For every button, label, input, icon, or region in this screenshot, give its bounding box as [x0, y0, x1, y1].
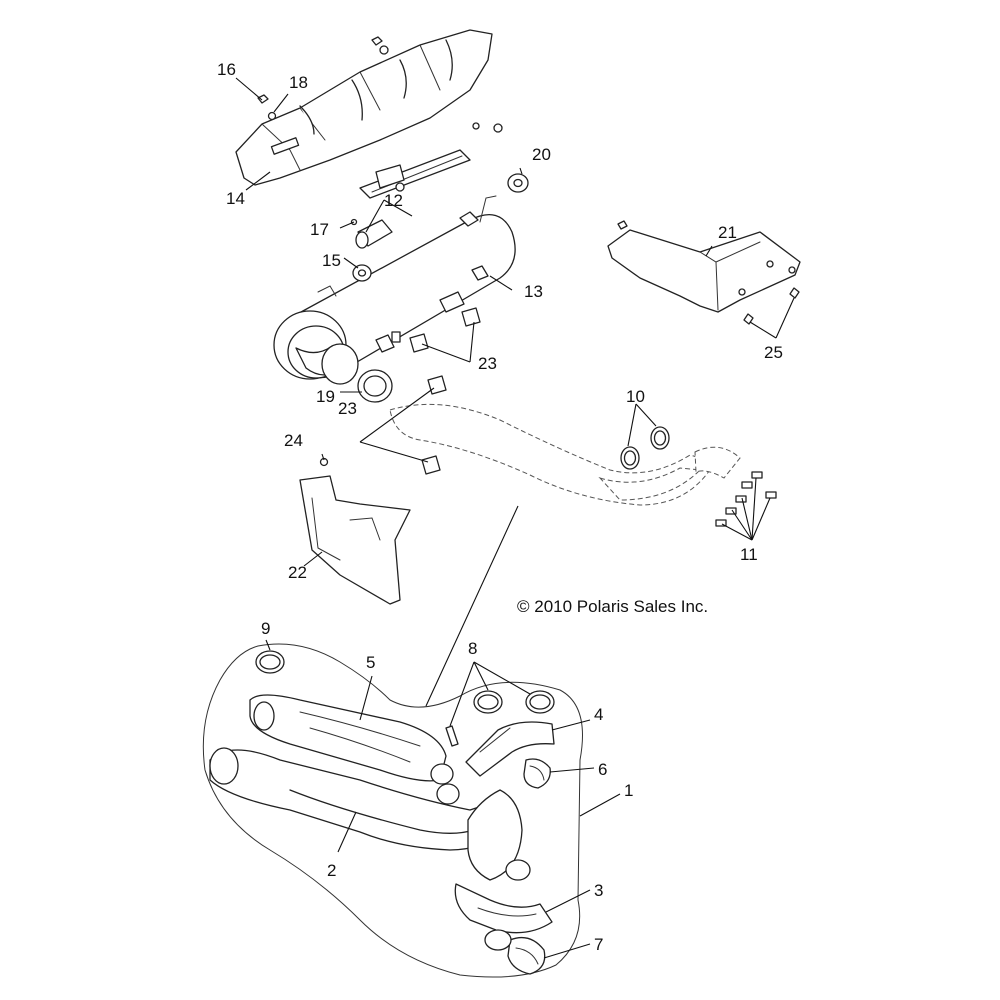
- mid-pipe-phantom: [389, 403, 741, 506]
- callout-25: 25: [764, 343, 783, 362]
- callout-22: 22: [288, 563, 307, 582]
- muffler: [273, 195, 516, 385]
- pipe-3: [454, 883, 553, 934]
- callout-4: 4: [594, 705, 603, 724]
- callout-3: 3: [594, 881, 603, 900]
- exhaust-kit-outline: [202, 643, 583, 978]
- callout-18: 18: [289, 73, 308, 92]
- clamp-7: [507, 936, 546, 975]
- pipe-shield-5: [249, 694, 447, 782]
- gasket-19: [357, 369, 393, 403]
- callout-20: 20: [532, 145, 551, 164]
- clamps-8-9: [255, 650, 555, 951]
- bolts-11: [715, 471, 777, 527]
- callout-17: 17: [310, 220, 329, 239]
- callout-9: 9: [261, 619, 270, 638]
- callout-19: 19: [316, 387, 335, 406]
- callout-11: 11: [740, 545, 758, 564]
- grommet-15: [352, 264, 372, 282]
- callout-21: 21: [718, 223, 737, 242]
- callout-15: 15: [322, 251, 341, 270]
- header-pipe-2: [209, 747, 523, 881]
- leader-lines: [235, 77, 795, 959]
- callout-24: 24: [284, 431, 303, 450]
- callout-12: 12: [384, 191, 403, 210]
- callout-16: 16: [217, 60, 236, 79]
- callout-23b: 23: [338, 399, 357, 418]
- spark-arrestor: [355, 219, 393, 249]
- clamp-6: [523, 758, 551, 789]
- pipe-4: [465, 721, 555, 777]
- callout-1: 1: [624, 781, 633, 800]
- callout-5: 5: [366, 653, 375, 672]
- callout-2: 2: [327, 861, 336, 880]
- callout-6: 6: [598, 760, 607, 779]
- bracket-shield-21: [607, 220, 801, 325]
- callout-8: 8: [468, 639, 477, 658]
- copyright-notice: © 2010 Polaris Sales Inc.: [517, 597, 709, 616]
- heat-shield: [235, 29, 493, 199]
- grommet-20: [507, 173, 529, 193]
- gaskets-10: [620, 426, 670, 470]
- callout-10: 10: [626, 387, 645, 406]
- bracket-22: [299, 457, 411, 605]
- shield-fasteners: [257, 36, 503, 226]
- callout-7: 7: [594, 935, 603, 954]
- callout-14: 14: [226, 189, 245, 208]
- callout-labels: 16 18 14 20 17 12 15 13 23 19 23 24 10 1…: [217, 60, 783, 954]
- callout-23a: 23: [478, 354, 497, 373]
- callout-13: 13: [524, 282, 543, 301]
